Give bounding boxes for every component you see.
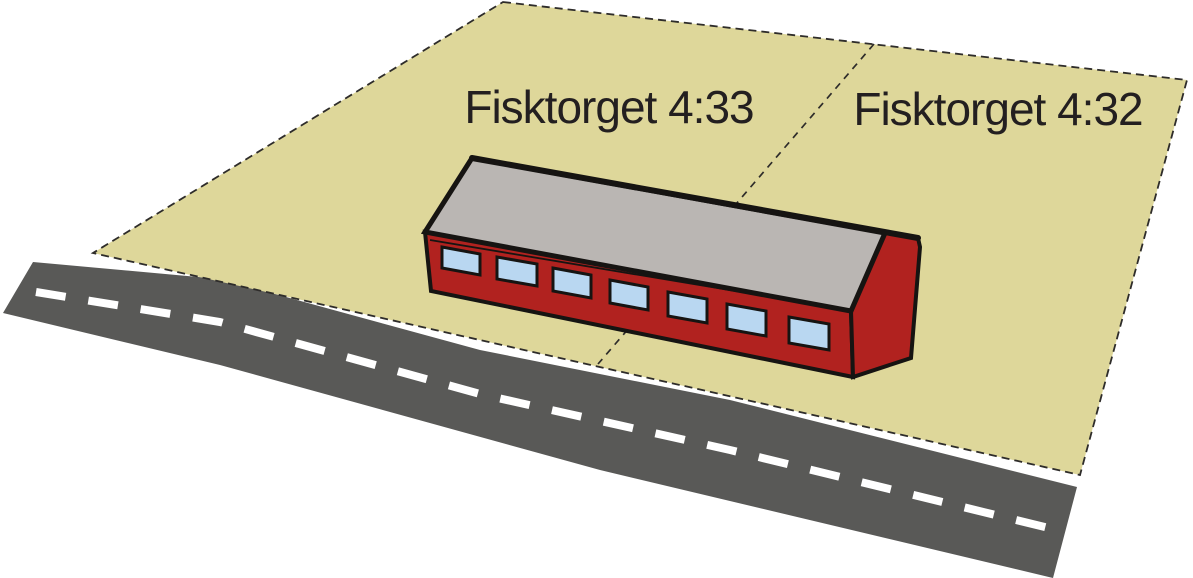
window-6: [725, 302, 768, 338]
window-4: [608, 278, 650, 312]
window-row: [440, 245, 831, 352]
road-center-line-marking: [35, 288, 1066, 536]
window-7: [787, 315, 831, 352]
parcel-label-left: Fisktorget 4:33: [464, 81, 753, 133]
window-5: [666, 290, 709, 325]
roof-fascia-edge: [469, 155, 921, 241]
window-2: [495, 255, 539, 288]
parcel-label-right: Fisktorget 4:32: [853, 83, 1142, 135]
eave-detail-line: [429, 239, 850, 311]
window-1: [440, 245, 482, 277]
road-surface: [3, 262, 1077, 578]
building: [420, 155, 923, 380]
window-3: [551, 266, 593, 300]
